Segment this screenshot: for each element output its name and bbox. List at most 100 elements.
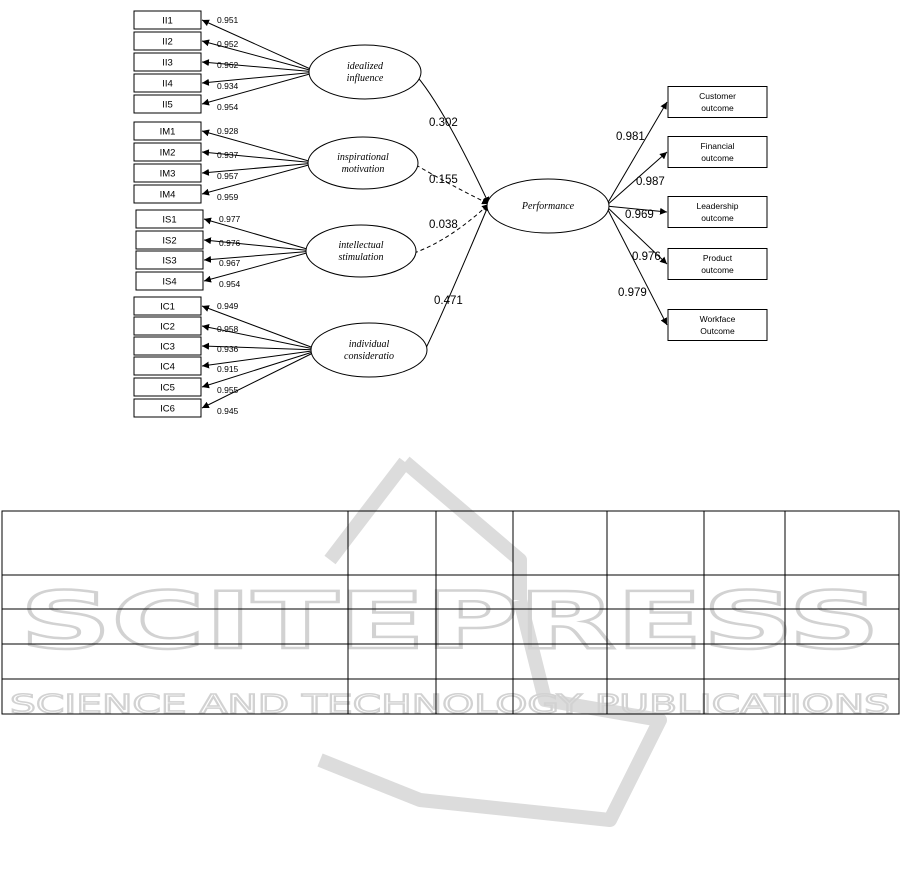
indicator-box xyxy=(133,163,202,183)
table-cell xyxy=(512,574,608,610)
performance-label: Performance xyxy=(521,201,575,212)
indicator-box xyxy=(133,184,202,204)
outcome-label: outcome xyxy=(701,153,734,163)
outcome-arrow xyxy=(605,205,668,265)
indicator-box xyxy=(133,336,202,356)
table-cell xyxy=(703,608,786,645)
structural-path xyxy=(415,164,490,205)
latent-ellipse xyxy=(305,224,417,278)
indicator-box xyxy=(133,398,202,418)
table-cell xyxy=(512,608,608,645)
indicator-label: IM1 xyxy=(160,127,176,138)
indicator-label: IM4 xyxy=(160,190,176,201)
latent-label: inspirational xyxy=(337,152,389,163)
outcome-label: outcome xyxy=(701,103,734,113)
indicator-box xyxy=(133,73,202,93)
table-cell xyxy=(784,510,900,576)
outcome-box xyxy=(667,248,768,280)
table-cell xyxy=(703,510,786,576)
indicator-label: IC4 xyxy=(160,362,175,373)
outcome-label: Product xyxy=(703,253,733,263)
table-cell xyxy=(512,643,608,680)
table-cell xyxy=(784,643,900,680)
indicator-loading: 0.976 xyxy=(219,238,241,248)
indicator-label: IC1 xyxy=(160,302,175,313)
loading-arrow xyxy=(203,217,315,252)
structural-path xyxy=(413,203,490,254)
outcome-label: Outcome xyxy=(700,326,735,336)
loading-arrow xyxy=(201,349,320,369)
empty-table xyxy=(1,510,900,715)
watermark-small-text: SCIENCE AND TECHNOLOGY PUBLICATIONS xyxy=(10,690,890,720)
latent-label: intellectual xyxy=(339,240,384,251)
indicator-box xyxy=(133,316,202,336)
latent-label: consideratio xyxy=(344,351,394,362)
indicator-loading: 0.915 xyxy=(217,364,239,374)
outcome-arrow xyxy=(605,101,668,207)
table-cell xyxy=(703,643,786,680)
path-coefficient: 0.471 xyxy=(434,295,463,307)
path-coefficient: 0.038 xyxy=(429,219,458,231)
outcome-box xyxy=(667,196,768,228)
table-cell xyxy=(784,678,900,715)
indicator-loading: 0.955 xyxy=(217,385,239,395)
table-cell xyxy=(1,678,349,715)
outcome-box xyxy=(667,136,768,168)
indicator-box xyxy=(133,10,202,30)
indicator-loading: 0.959 xyxy=(217,192,239,202)
outcome-label: Financial xyxy=(700,141,734,151)
indicator-label: IC5 xyxy=(160,383,175,394)
indicator-loading: 0.957 xyxy=(217,171,239,181)
table-cell xyxy=(1,643,349,680)
indicator-label: IM3 xyxy=(160,169,176,180)
table-cell xyxy=(435,574,514,610)
latent-ellipse xyxy=(310,322,428,378)
loading-arrow xyxy=(203,250,315,283)
indicator-label: II5 xyxy=(162,100,173,111)
indicator-label: IS4 xyxy=(162,277,176,288)
indicator-box xyxy=(135,230,204,250)
table-cell xyxy=(347,678,437,715)
outcome-label: outcome xyxy=(701,213,734,223)
loading-arrow xyxy=(201,162,317,196)
indicator-loading: 0.928 xyxy=(217,126,239,136)
path-coefficient: 0.155 xyxy=(429,174,458,186)
indicator-loading: 0.937 xyxy=(217,150,239,160)
loading-arrow xyxy=(201,71,318,86)
table-cell xyxy=(606,574,705,610)
outcome-arrow xyxy=(605,151,668,207)
indicator-label: IC3 xyxy=(160,342,175,353)
table-cell xyxy=(784,608,900,645)
outcome-loading: 0.969 xyxy=(625,209,654,221)
table-cell xyxy=(347,510,437,576)
indicator-loading: 0.977 xyxy=(219,214,241,224)
table-cell xyxy=(606,643,705,680)
outcome-loading: 0.976 xyxy=(632,251,661,263)
loading-arrow xyxy=(201,149,317,164)
outcome-label: Leadership xyxy=(696,201,738,211)
indicator-label: II1 xyxy=(162,16,173,27)
loading-arrow xyxy=(201,342,320,351)
latent-label: motivation xyxy=(342,164,385,175)
latent-label: stimulation xyxy=(338,252,383,263)
outcome-loading: 0.981 xyxy=(616,131,645,143)
table-cell xyxy=(606,510,705,576)
loading-arrow xyxy=(201,305,320,351)
loading-arrow xyxy=(201,59,318,73)
loading-arrow xyxy=(203,237,315,252)
loading-arrow xyxy=(201,19,318,73)
path-coefficient: 0.302 xyxy=(429,117,458,129)
structural-path xyxy=(424,203,490,351)
table-cell xyxy=(1,574,349,610)
indicator-box xyxy=(135,209,204,229)
indicator-label: II2 xyxy=(162,37,173,48)
table-cell xyxy=(606,678,705,715)
table-cell xyxy=(512,510,608,576)
outcome-label: Customer xyxy=(699,91,736,101)
table-cell xyxy=(606,608,705,645)
indicator-label: IM2 xyxy=(160,148,176,159)
indicator-loading: 0.945 xyxy=(217,406,239,416)
table-cell xyxy=(435,608,514,645)
